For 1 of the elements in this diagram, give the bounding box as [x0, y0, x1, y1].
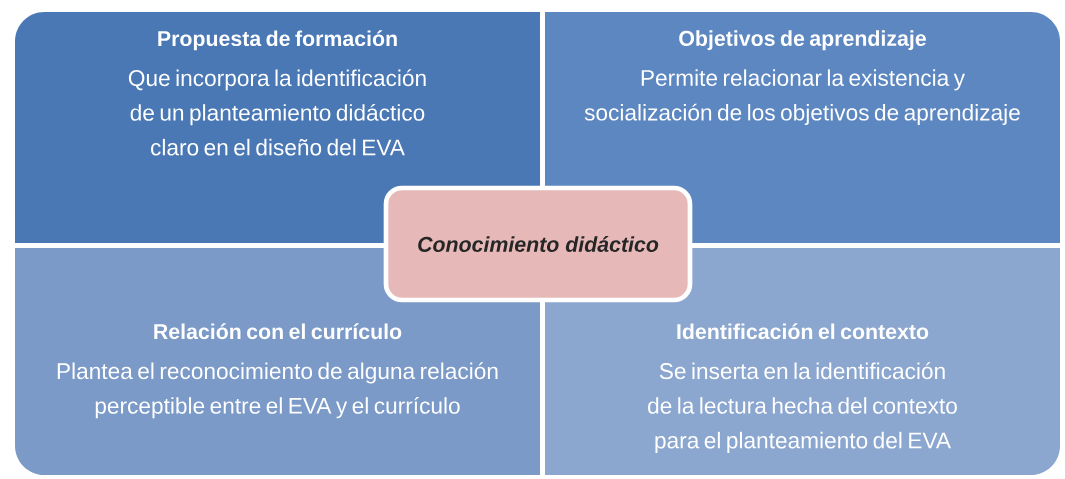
center-box: Conocimiento didáctico — [383, 185, 693, 303]
